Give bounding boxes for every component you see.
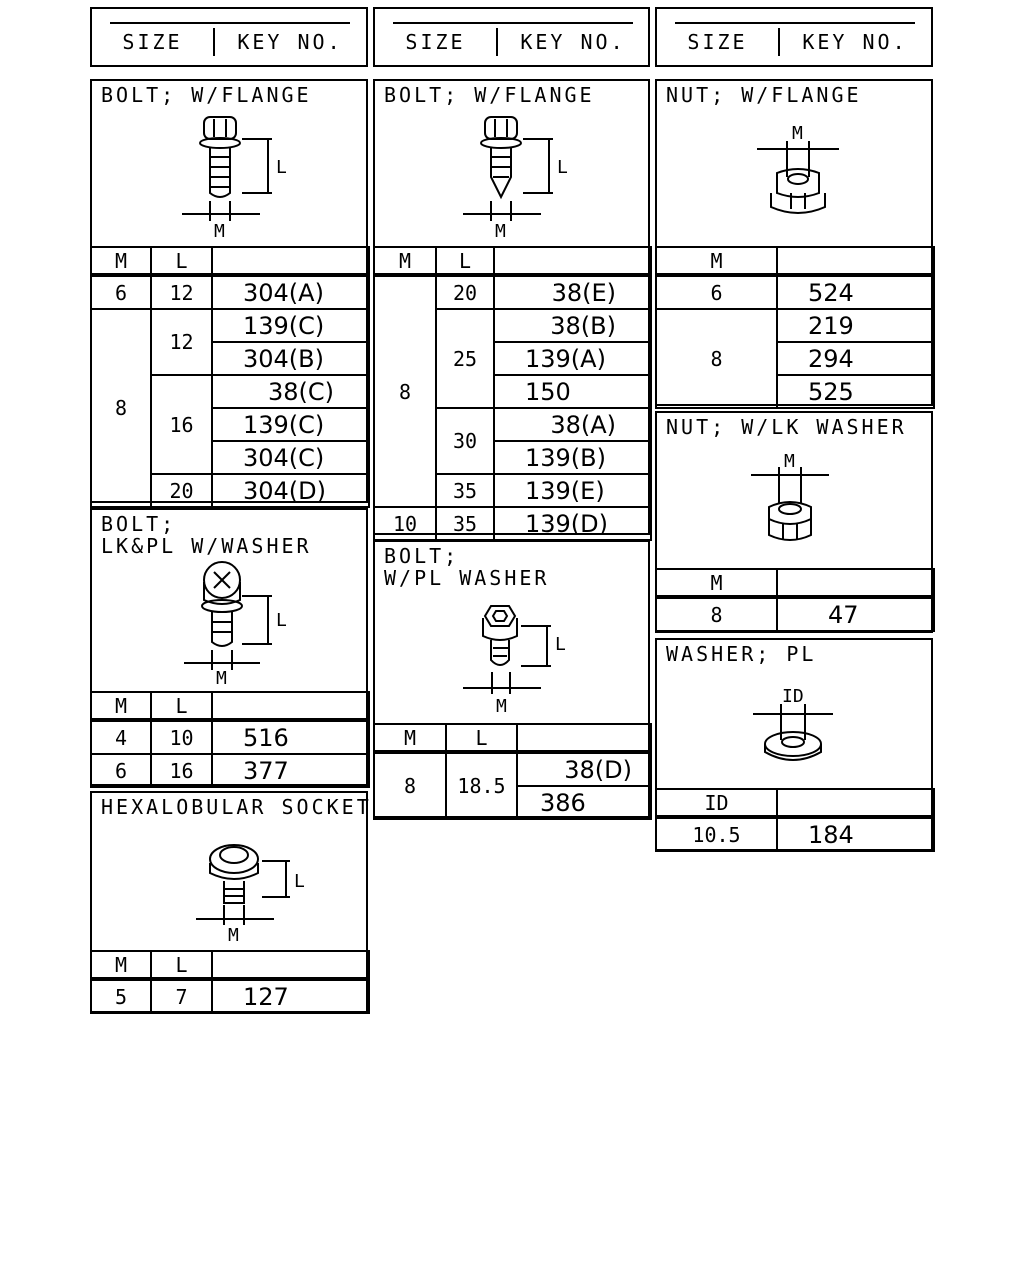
bolt-plwasher-drawing: L M xyxy=(463,605,566,717)
table-row: 304(B) xyxy=(91,341,370,376)
table-row: 304(C) xyxy=(91,440,370,475)
panel-title-1: BOLT; xyxy=(101,512,177,536)
table-row: 386 xyxy=(374,785,652,820)
size-header: SIZE xyxy=(405,30,466,54)
col-l: L xyxy=(150,691,213,722)
col-l: L xyxy=(150,950,213,981)
panel-title: BOLT; W/FLANGE xyxy=(384,83,595,107)
table-row: 150 xyxy=(374,374,652,409)
col-m: M xyxy=(655,246,778,277)
size-header: SIZE xyxy=(687,30,748,54)
table-row: 139(B) xyxy=(374,440,652,475)
col-m: M xyxy=(373,723,447,754)
bolt-lkpl-drawing: L M xyxy=(184,561,287,689)
dim-l: L xyxy=(276,610,287,631)
col-l: L xyxy=(445,723,518,754)
col-m: M xyxy=(655,568,778,599)
dim-l: L xyxy=(294,871,305,892)
header-col3: SIZE KEY NO. xyxy=(655,7,933,67)
panel-title-1: BOLT; xyxy=(384,544,460,568)
dim-m: M xyxy=(228,925,239,946)
dim-l: L xyxy=(557,157,568,178)
col-m: M xyxy=(90,246,152,277)
hexalobular-drawing: L M xyxy=(196,844,305,946)
panel-title: BOLT; W/FLANGE xyxy=(101,83,312,107)
key-no-header: KEY NO. xyxy=(520,30,626,54)
size-header: SIZE xyxy=(122,30,183,54)
table-row: 525 xyxy=(656,374,935,409)
dim-m: M xyxy=(496,696,507,717)
header-col1: SIZE KEY NO. xyxy=(90,7,368,67)
col-m: M xyxy=(373,246,437,277)
nut-flange-drawing: M xyxy=(757,123,839,214)
dim-m: M xyxy=(216,668,227,689)
panel-title: NUT; W/LK WASHER xyxy=(666,415,907,439)
bolt-flange-drawing: L M xyxy=(182,116,287,242)
dim-m: M xyxy=(495,221,506,242)
col-m: M xyxy=(90,950,152,981)
table-row: 139(C) xyxy=(91,407,370,442)
panel-title: WASHER; PL xyxy=(666,642,817,666)
col-id: ID xyxy=(655,788,778,819)
col-l: L xyxy=(435,246,495,277)
header-col2: SIZE KEY NO. xyxy=(373,7,650,67)
dim-l: L xyxy=(276,157,287,178)
dim-l: L xyxy=(555,634,566,655)
dim-id: ID xyxy=(782,686,804,707)
panel-title: HEXALOBULAR SOCKET xyxy=(101,795,372,819)
col-l: L xyxy=(150,246,213,277)
dim-m: M xyxy=(792,123,803,144)
nut-lk-drawing: M xyxy=(751,451,829,541)
dim-m: M xyxy=(784,451,795,472)
key-no-header: KEY NO. xyxy=(802,30,908,54)
bolt-flange2-drawing: L M xyxy=(463,116,568,242)
panel-title-2: W/PL WASHER xyxy=(384,566,550,590)
dim-m: M xyxy=(214,221,225,242)
table-row: 139(A) xyxy=(374,341,652,376)
key-no-header: KEY NO. xyxy=(237,30,343,54)
panel-title: NUT; W/FLANGE xyxy=(666,83,862,107)
table-row: 294 xyxy=(656,341,935,376)
panel-title-2: LK&PL W/WASHER xyxy=(101,534,312,558)
col-m: M xyxy=(90,691,152,722)
washer-pl-drawing: ID xyxy=(753,686,833,761)
